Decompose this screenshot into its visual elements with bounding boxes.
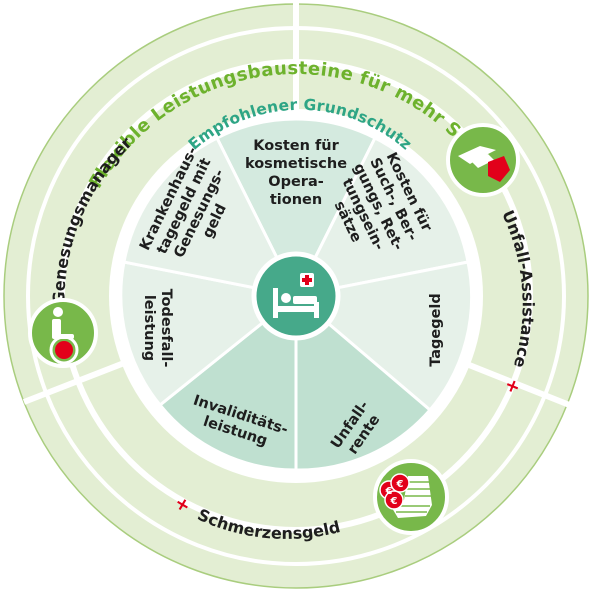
kosmetisch-line-2: kosmetische	[245, 156, 347, 172]
svg-text:€: €	[396, 479, 404, 490]
wheelchair-icon	[28, 298, 98, 368]
helping-hands-icon	[446, 123, 520, 197]
segment-invaliditaet	[157, 292, 298, 472]
kosmetisch-line-1: Kosten für	[253, 138, 339, 154]
kosmetisch-line-4: tionen	[270, 192, 322, 208]
inner-segments	[119, 117, 474, 472]
segment-kosmetisch	[214, 117, 378, 300]
segment-text-kosmetisch: Kosten für kosmetische Opera- tionen	[245, 138, 347, 208]
segment-text-todesfall: Todesfall- leistung	[141, 289, 174, 368]
todesfall-line-2: leistung	[141, 295, 157, 361]
unfall-assistance-plus: +	[500, 375, 525, 397]
todesfall-line-1: Todesfall-	[158, 289, 174, 368]
svg-text:€: €	[390, 496, 398, 507]
bandaged-foot-euro-icon: € € €	[373, 459, 449, 535]
segment-krankenhaus	[122, 135, 299, 299]
tagegeld-line-1: Tagegeld	[428, 293, 444, 367]
hospital-bed-icon	[251, 251, 341, 341]
kosmetisch-line-3: Opera-	[268, 174, 324, 190]
segment-text-tagegeld: Tagegeld	[428, 293, 444, 367]
segment-such	[293, 135, 470, 299]
svg-text:€: €	[385, 486, 393, 497]
segment-unfallrente	[294, 292, 433, 472]
